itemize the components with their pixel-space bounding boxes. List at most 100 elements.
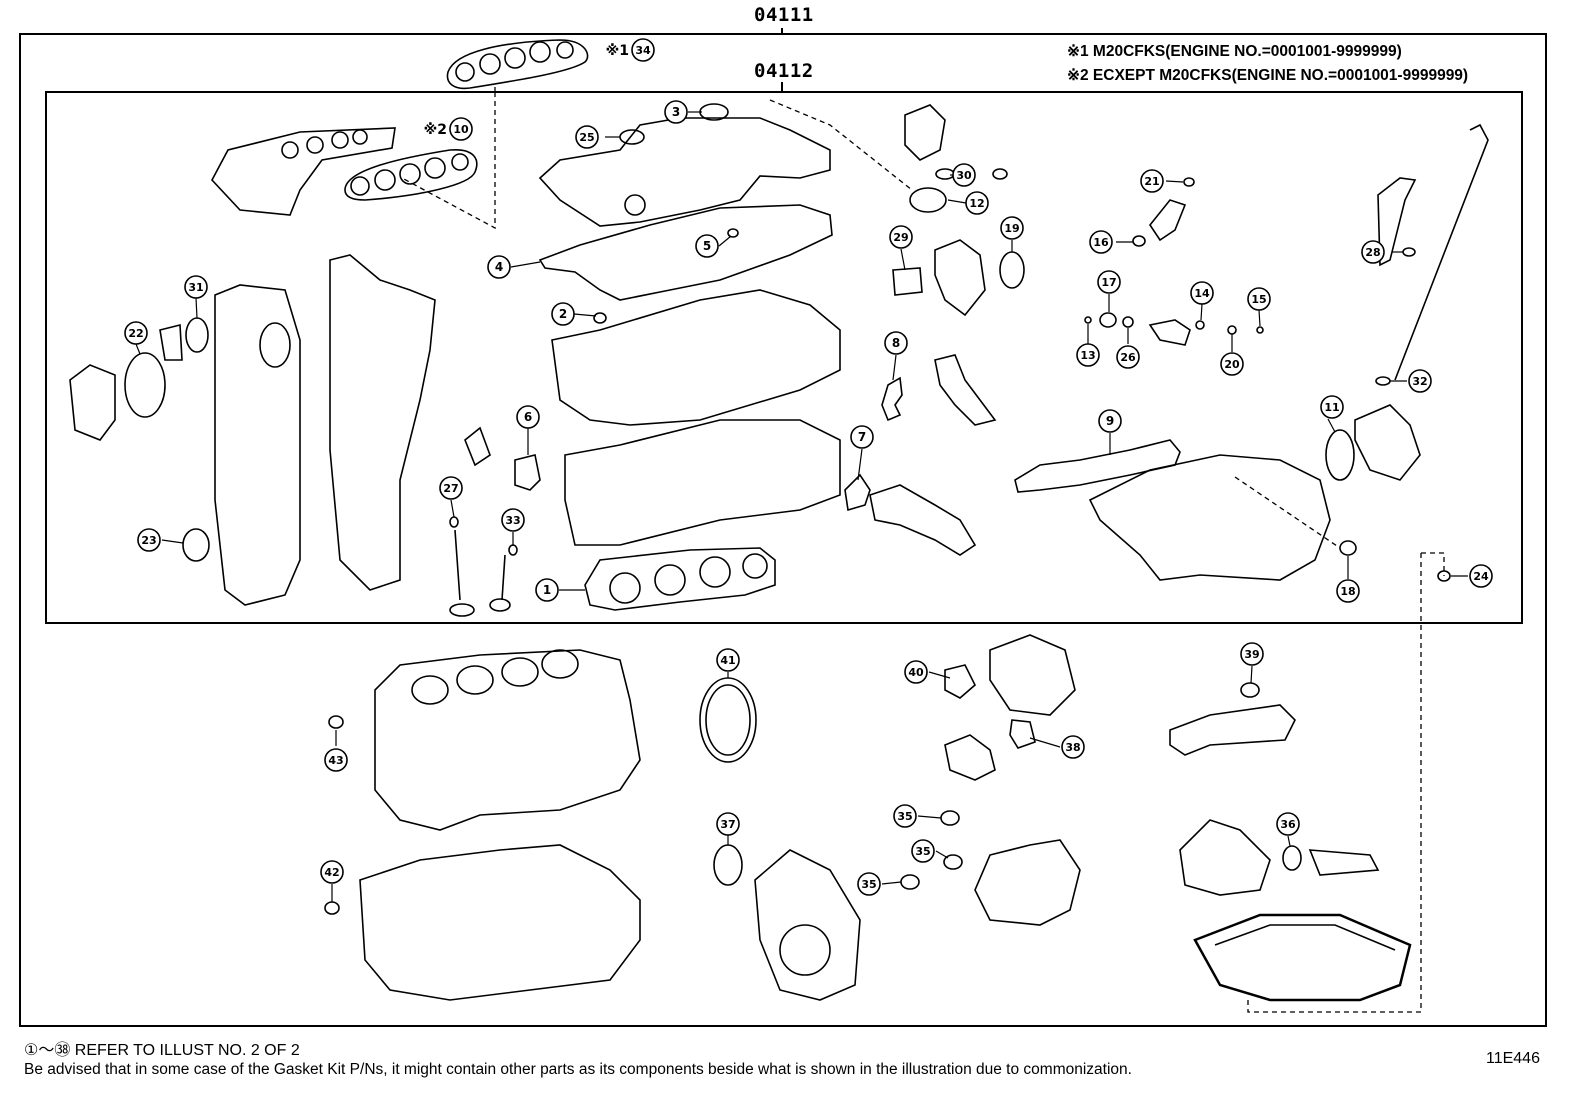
callout-24: 24 [1469, 564, 1493, 588]
callout-number: 7 [858, 430, 866, 444]
callout-circle [857, 872, 881, 896]
kit-label-04111: 04111 [754, 4, 814, 26]
callout-circle [320, 860, 344, 884]
callout-15: 15 [1247, 287, 1271, 311]
callout-number: 19 [1004, 222, 1019, 235]
callout-circle [1000, 216, 1024, 240]
callout-circle [716, 648, 740, 672]
callout-36: 36 [1276, 812, 1300, 836]
callout-2: 2 [551, 302, 575, 326]
callout-39: 39 [1240, 642, 1264, 666]
callout-number: 13 [1080, 349, 1095, 362]
callout-number: 6 [524, 410, 532, 424]
kit-label-04112: 04112 [754, 60, 814, 82]
callout-circle [1247, 287, 1271, 311]
callout-circle [1089, 230, 1113, 254]
callout-circle [501, 508, 525, 532]
callout-circle [664, 100, 688, 124]
callout-circle [1240, 642, 1264, 666]
callout-10: 10 ※2 [424, 117, 473, 141]
part-outlines [69, 39, 1489, 1002]
callout-5: 5 [695, 234, 719, 258]
callout-33: 33 [501, 508, 525, 532]
callout-circle [487, 255, 511, 279]
disclaimer: Be advised that in some case of the Gask… [24, 1061, 1132, 1078]
callout-circle [124, 321, 148, 345]
kit-04111-frame [19, 33, 1547, 1027]
callout-number: 41 [720, 654, 735, 667]
callout-condition-mark: ※2 [424, 122, 447, 138]
callout-number: 10 [453, 123, 469, 136]
callout-number: 1 [543, 583, 551, 597]
callout-38: 38 [1061, 735, 1085, 759]
callout-number: 42 [324, 866, 339, 879]
callout-number: 4 [495, 260, 503, 274]
callout-circle [893, 804, 917, 828]
callout-number: 15 [1251, 293, 1266, 306]
callout-circle [1276, 812, 1300, 836]
callout-circle [904, 660, 928, 684]
callout-41: 41 [716, 648, 740, 672]
callout-number: 24 [1473, 570, 1489, 583]
callout-circle [137, 528, 161, 552]
callout-circle [449, 117, 473, 141]
callout-28: 28 [1361, 240, 1385, 264]
callout-circle [1361, 240, 1385, 264]
callout-number: 34 [635, 44, 651, 57]
callout-20: 20 [1220, 352, 1244, 376]
callout-circle [965, 191, 989, 215]
callout-circle [889, 225, 913, 249]
callout-circle [1469, 564, 1493, 588]
callout-number: 43 [328, 754, 343, 767]
callout-number: 2 [559, 307, 567, 321]
callout-number: 11 [1324, 401, 1339, 414]
callout-number: 17 [1101, 276, 1116, 289]
callout-circle [1140, 169, 1164, 193]
callout-number: 9 [1106, 414, 1114, 428]
callout-number: 40 [908, 666, 924, 679]
note-m20cfks: ※1 M20CFKS(ENGINE NO.=0001001-9999999) [1067, 43, 1402, 60]
callout-number: 29 [893, 231, 908, 244]
callout-circle [1061, 735, 1085, 759]
callout-number: 18 [1340, 585, 1355, 598]
callout-12: 12 [965, 191, 989, 215]
callout-number: 12 [969, 197, 984, 210]
callout-16: 16 [1089, 230, 1113, 254]
callout-circle [1098, 409, 1122, 433]
callout-8: 8 [884, 331, 908, 355]
callout-number: 35 [861, 878, 876, 891]
callout-number: 8 [892, 336, 900, 350]
callout-circle [1320, 395, 1344, 419]
callout-25: 25 [575, 125, 599, 149]
callout-number: 25 [579, 131, 594, 144]
callout-circle [1116, 345, 1140, 369]
callout-22: 22 [124, 321, 148, 345]
callout-number: 35 [915, 845, 930, 858]
callout-circle [1076, 343, 1100, 367]
callout-circle [884, 331, 908, 355]
callout-4: 4 [487, 255, 511, 279]
callout-number: 26 [1120, 351, 1136, 364]
callout-circle [516, 405, 540, 429]
callout-number: 23 [141, 534, 156, 547]
callout-21: 21 [1140, 169, 1164, 193]
callout-1: 1 [535, 578, 559, 602]
callout-35: 35 [911, 839, 935, 863]
callout-circle [631, 38, 655, 62]
callout-number: 5 [703, 239, 711, 253]
callout-3: 3 [664, 100, 688, 124]
note-except-m20cfks: ※2 ECXEPT M20CFKS(ENGINE NO.=0001001-999… [1067, 67, 1469, 84]
callout-circle [575, 125, 599, 149]
callout-circle [850, 425, 874, 449]
callout-34: 34 ※1 [606, 38, 655, 62]
callout-7: 7 [850, 425, 874, 449]
callout-11: 11 [1320, 395, 1344, 419]
callout-circle [1336, 579, 1360, 603]
callout-condition-mark: ※1 [606, 43, 629, 59]
callout-19: 19 [1000, 216, 1024, 240]
callout-circle [911, 839, 935, 863]
callout-circle [1190, 281, 1214, 305]
callout-number: 22 [128, 327, 143, 340]
callout-number: 16 [1093, 236, 1109, 249]
